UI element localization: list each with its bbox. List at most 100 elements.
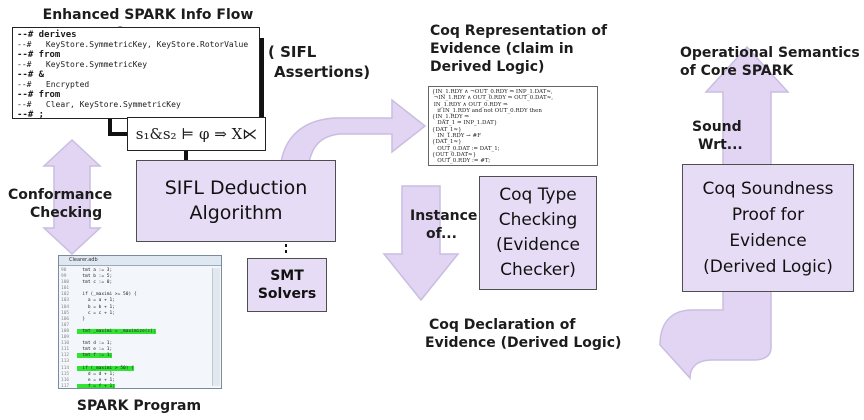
ide-code-line: 109 [61, 335, 211, 341]
contract-code-line: --# Encrypted [17, 80, 90, 89]
sifl-assertions-line-2: Assertions) [274, 63, 371, 81]
ide-line-number: 110 [61, 341, 70, 347]
coq-rep-formula-line: {OUT_0.DAT≈} [432, 151, 477, 158]
ide-line-number: 102 [61, 292, 70, 298]
ide-line-code: } [77, 316, 86, 322]
ide-line-number: 100 [61, 280, 70, 286]
ide-scrollbar [212, 268, 220, 386]
coq-sound-line-4: (Derived Logic) [703, 257, 833, 277]
ide-line-code: e = e + 1; [77, 377, 115, 383]
ide-line-number: 108 [61, 328, 70, 334]
coq-representation-label: Coq Representation of Evidence (claim in… [430, 22, 630, 76]
contract-code-line: --# derives [17, 30, 77, 40]
instance-down-arrow [382, 185, 460, 302]
ide-code-line: 104 b = b + 1; [61, 305, 211, 311]
ide-line-code: b = b + 1; [77, 304, 115, 310]
instance-line-2: of... [426, 226, 457, 242]
sifl-assertions-line-1: ( SIFL [268, 43, 317, 61]
ide-line-code: tmt d := 1; [77, 341, 113, 347]
ide-line-code: tmt c := 0; [77, 280, 113, 286]
op-sem-line-1: Operational Semantics [680, 45, 860, 61]
coq-rep-formula-line: IN_1.RDY → #F [432, 133, 481, 140]
ide-line-number: 99 [61, 274, 67, 280]
sound-wrt-label: Sound Wrt... [692, 118, 752, 154]
ide-line-number: 112 [61, 353, 70, 359]
ide-line-code: tmt a := 3; [77, 268, 113, 273]
coq-rep-formula-line: {IN_1.RDY ∧ ¬OUT_0.RDY ⇒ INP_1.DAT≈, [432, 89, 553, 95]
spark-program-screenshot: Clearer.adb 98 tmt a := 3;99 tmt b := 5;… [58, 255, 222, 389]
formula-connector-line [108, 116, 128, 136]
coq-rep-formula-line: {OUT_0.DAT≈} [432, 165, 594, 166]
contract-code-line: --# KeyStore.SymmetricKey [17, 60, 148, 69]
smt-line-1: SMT [270, 268, 304, 284]
operational-semantics-label: Operational Semantics of Core SPARK [680, 44, 860, 80]
coq-rep-formula-line: DAT_1 = INP_1.DAT} [432, 120, 498, 127]
ide-code-line: 113 [61, 359, 211, 365]
instance-line-1: Instance [410, 208, 478, 224]
ide-code-line: 98 tmt a := 3; [61, 268, 211, 274]
conformance-checking-label: Conformance Checking [8, 186, 128, 222]
coq-type-line-4: Checker) [500, 260, 576, 280]
smt-solvers-box: SMT Solvers [247, 258, 327, 312]
ide-line-code: tmt f := 1; [77, 353, 113, 359]
ide-line-number: 115 [61, 371, 70, 377]
ide-code-line: 106 } [61, 317, 211, 323]
sifl-box-line-1: SIFL Deduction [164, 177, 308, 199]
ide-code-line: 116 e = e + 1; [61, 378, 211, 384]
conformance-line-2: Checking [30, 205, 103, 221]
coq-sound-line-2: Proof for [731, 205, 805, 225]
ide-line-code: d = d + 1; [77, 371, 115, 377]
sound-line-2: Wrt... [698, 137, 743, 153]
coq-rep-formula-line: {IN_1.RDY ⇒ [432, 114, 470, 121]
coq-type-line-2: Checking [498, 210, 578, 230]
coq-rep-formula-line: IN_1.RDY ∧ OUT_0.RDY ⇒ [432, 101, 508, 108]
coq-rep-formula-line: if IN_1.RDY and not OUT_0.RDY then [432, 107, 542, 114]
ide-line-number: 109 [61, 335, 70, 341]
coq-rep-formula-line: {DAT_1≈} [432, 139, 462, 146]
sifl-assertions-label: ( SIFL Assertions) [268, 42, 378, 82]
coq-rep-formula-line: OUT_0.RDY := #T; [432, 158, 491, 165]
smt-line-2: Solvers [257, 286, 317, 302]
formula-box: s₁&s₂ ⊨ φ ⇒ X⋉ [127, 117, 266, 151]
spark-program-label: SPARK Program [76, 398, 202, 414]
contract-code-box: --# derives--# KeyStore.SymmetricKey, Ke… [12, 27, 260, 119]
ide-line-number: 111 [61, 347, 70, 353]
ide-line-number: 106 [61, 316, 70, 322]
ide-code-line: 110 tmt d := 1; [61, 341, 211, 347]
ide-code-line: 101 [61, 286, 211, 292]
coq-type-line-3: (Evidence [496, 235, 580, 255]
sifl-box-line-2: Algorithm [189, 202, 283, 224]
contract-code-line: --# from [17, 50, 61, 60]
instance-of-label: Instance of... [410, 207, 478, 243]
ide-line-code: a = a + 1; [77, 298, 115, 304]
ide-line-number: 107 [61, 322, 70, 328]
ide-code-line: 108 tmt _maximi = _maximize(c); [61, 328, 211, 335]
coq-rep-line-3: Derived Logic) [430, 59, 545, 75]
ide-line-code: if (_maximi > 50) { [77, 365, 134, 371]
coq-rep-line-2: Evidence (claim in [430, 41, 574, 57]
ide-line-code: tmt _maximi = _maximize(c); [77, 328, 156, 334]
contract-code-line: --# KeyStore.SymmetricKey, KeyStore.Roto… [17, 40, 249, 49]
coq-type-line-1: Coq Type [499, 185, 577, 205]
ide-line-number: 113 [61, 359, 70, 365]
coq-soundness-proof-box: Coq Soundness Proof for Evidence (Derive… [682, 164, 854, 292]
ide-line-code: tmt e := 1; [77, 347, 113, 353]
ide-tab: Clearer.adb [59, 256, 221, 266]
ide-line-number: 104 [61, 304, 70, 310]
ide-code-line: 105 c = c + 1; [61, 311, 211, 317]
contract-code-line: --# & [17, 70, 45, 80]
ide-code-line: 117 f = f + 1; [61, 383, 211, 389]
coq-sound-line-1: Coq Soundness [702, 179, 834, 199]
sound-line-1: Sound [692, 119, 742, 135]
conformance-double-arrow [42, 138, 102, 256]
ide-line-number: 101 [61, 286, 70, 292]
ide-line-code: if (_maximi >= 50) { [77, 292, 137, 298]
coq-rep-line-1: Coq Representation of [430, 23, 608, 39]
ide-code-lines: 98 tmt a := 3;99 tmt b := 5;100 tmt c :=… [61, 268, 211, 389]
coq-sound-line-3: Evidence [729, 231, 807, 251]
ide-line-code: f = f + 1; [77, 383, 115, 389]
coq-rep-formula-line: {DAT_1≈} [432, 126, 462, 133]
ide-line-number: 103 [61, 298, 70, 304]
coq-rep-formula-line: OUT_0.DAT := DAT_1; [432, 145, 500, 152]
contract-code-line: --# ; [17, 110, 45, 119]
